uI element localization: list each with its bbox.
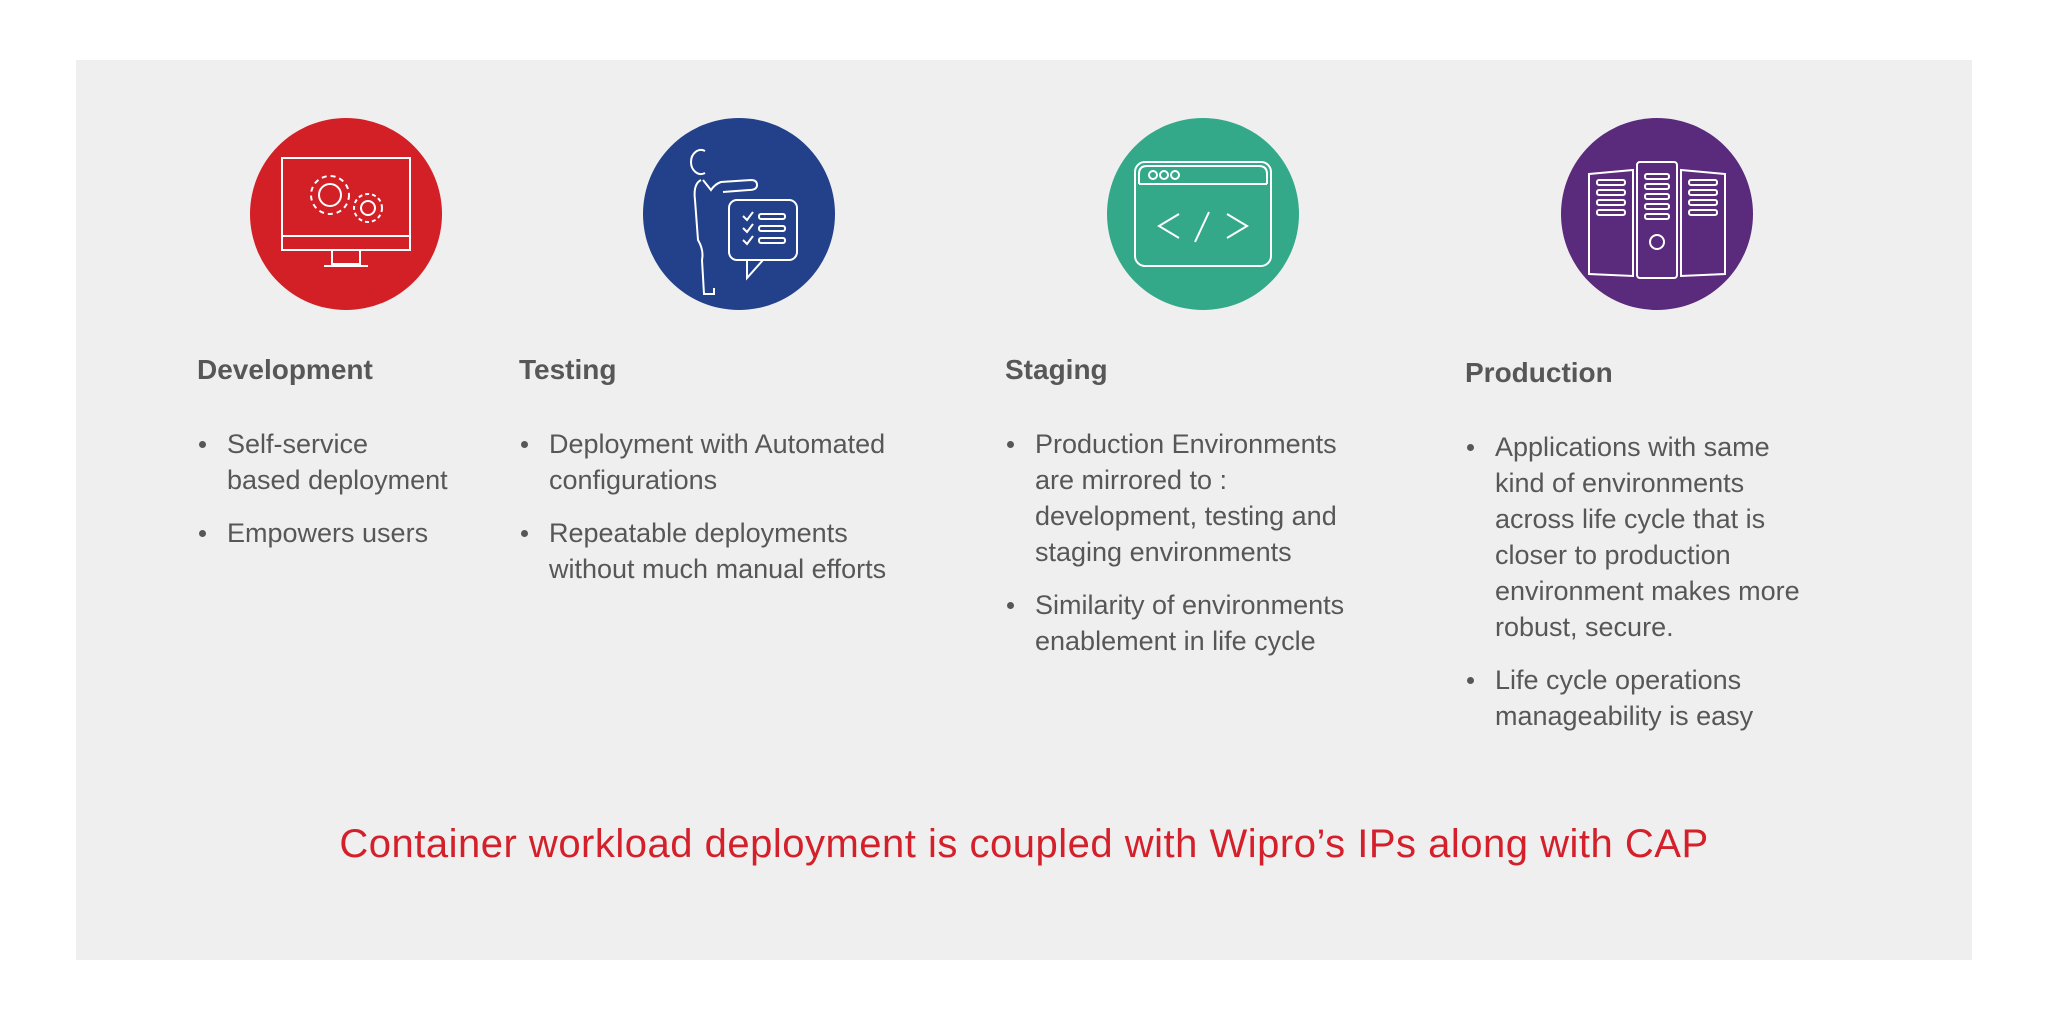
bullet-text: configurations	[549, 465, 718, 495]
bullet-text: based deployment	[227, 465, 448, 495]
stage-title: Development	[197, 354, 373, 385]
browser-code-icon	[1134, 161, 1272, 267]
bullet-text: development, testing and	[1035, 501, 1337, 531]
bullet-list: Deployment with Automated configurations…	[519, 426, 886, 604]
bullet-text: kind of environments	[1495, 468, 1745, 498]
bullet-text: Empowers users	[227, 518, 429, 548]
bullet-list: Applications with same kind of environme…	[1465, 429, 1800, 751]
bullet-text: staging environments	[1035, 537, 1292, 567]
bullet-item: Self-service based deployment	[197, 426, 448, 498]
bullet-item: Applications with same kind of environme…	[1465, 429, 1800, 645]
bullet-text: across life cycle that is	[1495, 504, 1766, 534]
bullet-item: Similarity of environments enablement in…	[1005, 587, 1344, 659]
bullet-item: Deployment with Automated configurations	[519, 426, 886, 498]
bullet-text: are mirrored to :	[1035, 465, 1228, 495]
development-icon-circle	[250, 118, 442, 310]
bullet-item: Repeatable deployments without much manu…	[519, 515, 886, 587]
stage-title: Staging	[1005, 354, 1108, 385]
bullet-item: Production Environments are mirrored to …	[1005, 426, 1344, 570]
bullet-text: without much manual efforts	[549, 554, 887, 584]
bullet-text: Life cycle operations	[1495, 665, 1742, 695]
bullet-text: closer to production	[1495, 540, 1731, 570]
testing-icon-circle	[643, 118, 835, 310]
stage-title: Production	[1465, 357, 1613, 388]
stage-title: Testing	[519, 354, 617, 385]
bullet-list: Production Environments are mirrored to …	[1005, 426, 1344, 676]
bullet-text: Production Environments	[1035, 429, 1337, 459]
production-icon-circle	[1561, 118, 1753, 310]
bullet-text: Repeatable deployments	[549, 518, 848, 548]
bullet-text: Applications with same	[1495, 432, 1770, 462]
bullet-text: environment makes more	[1495, 576, 1800, 606]
bullet-text: Similarity of environments	[1035, 590, 1345, 620]
monitor-gears-icon	[281, 157, 411, 267]
bullet-text: manageability is easy	[1495, 701, 1754, 731]
bullet-text: robust, secure.	[1495, 612, 1674, 642]
person-checklist-icon	[690, 149, 798, 295]
bullet-text: Self-service	[227, 429, 369, 459]
bullet-text: enablement in life cycle	[1035, 626, 1316, 656]
staging-icon-circle	[1107, 118, 1299, 310]
footer-tagline: Container workload deployment is coupled…	[339, 822, 1709, 866]
servers-icon	[1588, 161, 1726, 279]
bullet-list: Self-service based deployment Empowers u…	[197, 426, 448, 568]
bullet-text: Deployment with Automated	[549, 429, 886, 459]
bullet-item: Empowers users	[197, 515, 448, 551]
bullet-item: Life cycle operations manageability is e…	[1465, 662, 1800, 734]
